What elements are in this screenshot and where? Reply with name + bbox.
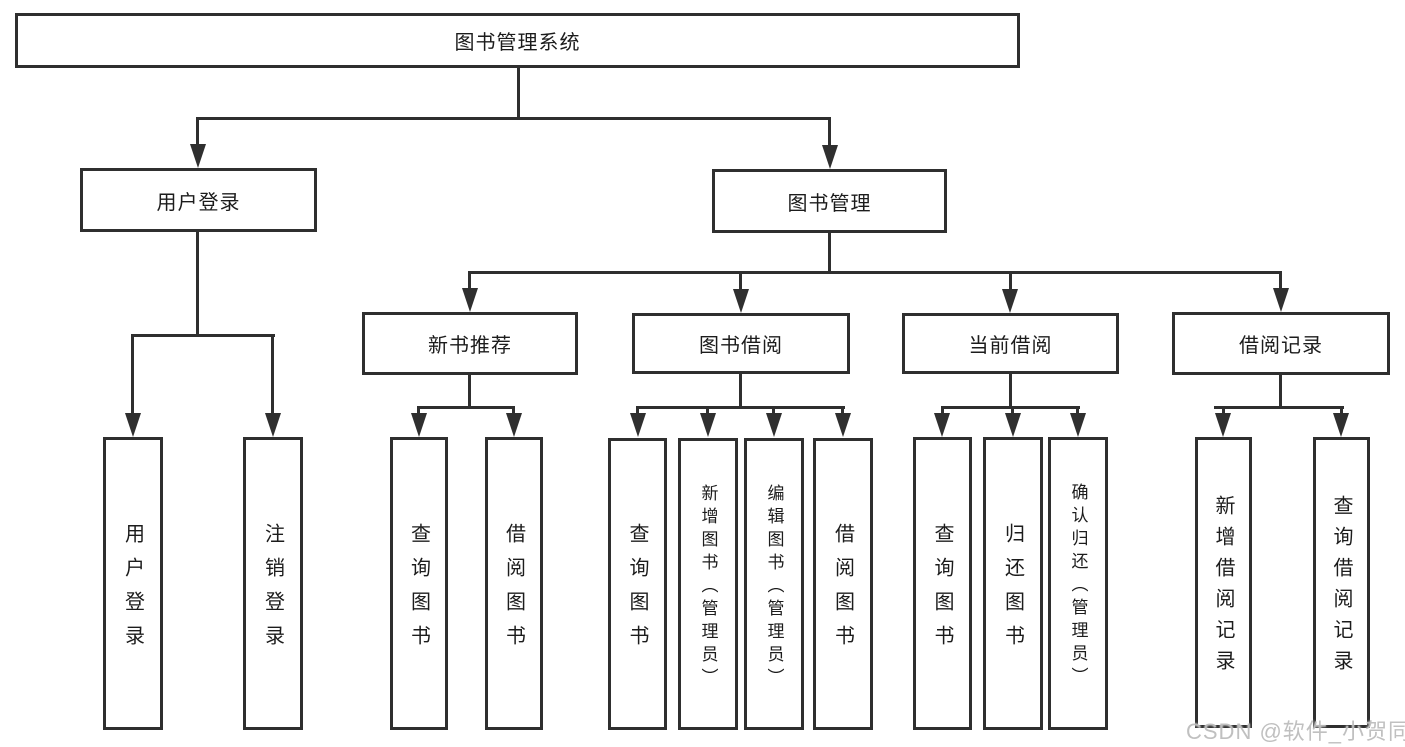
leaf-confirm-return: 确认归还（管理员） (1048, 437, 1108, 730)
arrow-down-icon (1005, 413, 1021, 437)
arrow-down-icon (1070, 413, 1086, 437)
arrow-down-icon (822, 145, 838, 169)
node-root: 图书管理系统 (15, 13, 1020, 68)
connector-stem-book-mgmt (828, 117, 831, 147)
connector-drop-book-borrow (739, 374, 742, 408)
connector-bus-new-book-rec (417, 406, 515, 409)
leaf-add-book: 新增图书（管理员） (678, 438, 738, 730)
connector-stem (841, 406, 844, 416)
node-user-login: 用户登录 (80, 168, 317, 232)
arrow-down-icon (934, 413, 950, 437)
connector-stem-user-login (196, 117, 199, 146)
leaf-borrow-book-1-label: 借阅图书 (502, 522, 525, 659)
connector-drop-borrow-records (1279, 374, 1282, 408)
connector-stem (1340, 406, 1343, 416)
arrow-down-icon (700, 413, 716, 437)
node-current-borrow: 当前借阅 (902, 313, 1119, 374)
leaf-return-book-label: 归还图书 (1001, 522, 1024, 659)
leaf-query-book-3: 查询图书 (913, 437, 972, 730)
connector-bus-user-login (131, 334, 275, 337)
leaf-confirm-return-label: 确认归还（管理员） (1068, 483, 1088, 690)
node-root-label: 图书管理系统 (454, 32, 581, 54)
connector-drop-user-login (196, 232, 199, 336)
leaf-query-book-2: 查询图书 (608, 438, 667, 730)
node-book-mgmt-label: 图书管理 (787, 192, 872, 215)
node-user-login-label: 用户登录 (156, 191, 241, 214)
arrow-down-icon (1002, 289, 1018, 313)
connector-level2-bus (468, 271, 1282, 274)
leaf-add-record-label: 新增借阅记录 (1212, 495, 1234, 681)
arrow-down-icon (190, 144, 206, 168)
arrow-down-icon (265, 413, 281, 437)
connector-stem-book-borrow (739, 271, 742, 290)
csdn-watermark: CSDN @软件_小贺同学 (1186, 719, 1405, 744)
leaf-logout: 注销登录 (243, 437, 303, 730)
arrow-down-icon (1215, 413, 1231, 437)
arrow-down-icon (835, 413, 851, 437)
node-borrow-records-label: 借阅记录 (1239, 335, 1323, 357)
arrow-down-icon (506, 413, 522, 437)
connector-stem (1076, 406, 1079, 416)
leaf-query-record-label: 查询借阅记录 (1330, 495, 1352, 681)
leaf-add-record: 新增借阅记录 (1195, 437, 1252, 728)
leaf-add-book-label: 新增图书（管理员） (698, 483, 718, 691)
connector-level1-bus (197, 117, 831, 120)
connector-stem (636, 406, 639, 416)
connector-drop-current-borrow (1009, 374, 1012, 408)
connector-stem (706, 406, 709, 416)
node-book-mgmt: 图书管理 (712, 169, 947, 233)
arrow-down-icon (462, 288, 478, 312)
connector-root-trunk (517, 68, 520, 119)
connector-drop-new-book-rec (468, 375, 471, 408)
connector-stem-leaf-user-login (131, 334, 134, 415)
node-book-borrow: 图书借阅 (632, 313, 850, 374)
node-new-book-rec: 新书推荐 (362, 312, 578, 375)
connector-drop-book-mgmt (828, 233, 831, 274)
connector-stem-new-book-rec (468, 271, 471, 290)
connector-bus-current-borrow (941, 406, 1080, 409)
connector-stem-current-borrow (1009, 271, 1012, 290)
connector-stem (941, 406, 944, 416)
node-current-borrow-label: 当前借阅 (968, 335, 1053, 357)
node-new-book-rec-label: 新书推荐 (428, 335, 512, 357)
arrow-down-icon (1333, 413, 1349, 437)
connector-stem (1222, 406, 1225, 416)
leaf-query-book-3-label: 查询图书 (931, 522, 953, 659)
leaf-query-record: 查询借阅记录 (1313, 437, 1370, 728)
arrow-down-icon (766, 413, 782, 437)
connector-stem (417, 406, 420, 416)
connector-bus-borrow-records (1214, 406, 1344, 409)
connector-stem-borrow-records (1279, 271, 1282, 290)
arrow-down-icon (125, 413, 141, 437)
connector-stem-leaf-logout (271, 334, 274, 415)
connector-stem (512, 406, 515, 416)
leaf-edit-book: 编辑图书（管理员） (744, 438, 804, 730)
leaf-query-book-1-label: 查询图书 (407, 522, 430, 659)
connector-stem (772, 406, 775, 416)
leaf-borrow-book-2-label: 借阅图书 (831, 523, 854, 659)
arrow-down-icon (733, 289, 749, 313)
leaf-borrow-book-2: 借阅图书 (813, 438, 873, 730)
arrow-down-icon (411, 413, 427, 437)
arrow-down-icon (630, 413, 646, 437)
arrow-down-icon (1273, 288, 1289, 312)
leaf-return-book: 归还图书 (983, 437, 1043, 730)
node-book-borrow-label: 图书借阅 (699, 335, 783, 357)
leaf-borrow-book-1: 借阅图书 (485, 437, 543, 730)
leaf-query-book-1: 查询图书 (390, 437, 448, 730)
connector-stem (1011, 406, 1014, 416)
leaf-query-book-2-label: 查询图书 (626, 523, 648, 659)
node-borrow-records: 借阅记录 (1172, 312, 1390, 375)
connector-bus-book-borrow (636, 406, 845, 409)
leaf-logout-label: 注销登录 (261, 522, 284, 659)
leaf-user-login: 用户登录 (103, 437, 163, 730)
leaf-user-login-label: 用户登录 (121, 522, 144, 659)
leaf-edit-book-label: 编辑图书（管理员） (764, 483, 784, 691)
